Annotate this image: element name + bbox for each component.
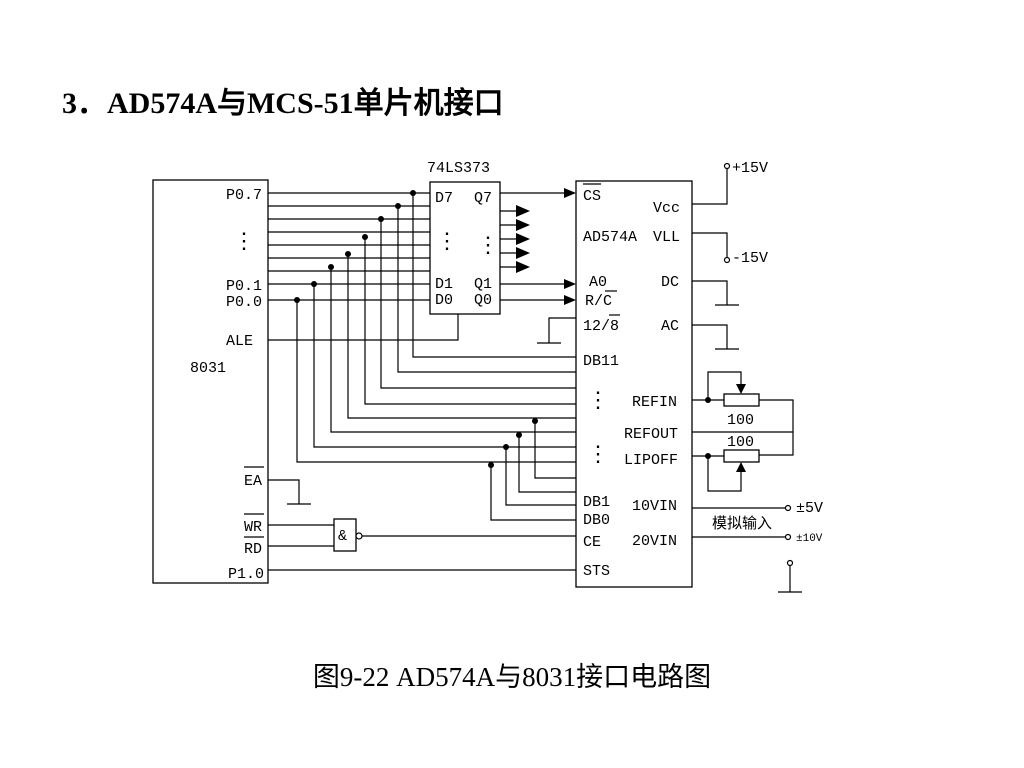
label-pos15v: +15V [732, 160, 768, 177]
label-cs: CS [583, 188, 601, 205]
label-p07: P0.7 [226, 187, 262, 204]
label-q7: Q7 [474, 190, 492, 207]
latch-name: 74LS373 [427, 160, 490, 177]
label-ac: AC [661, 318, 679, 335]
label-neg15v: -15V [732, 250, 768, 267]
mcu-8031-box [152, 179, 269, 584]
label-p10: P1.0 [228, 566, 264, 583]
label-ce: CE [583, 534, 601, 551]
label-12-8: 12/8 [583, 318, 619, 335]
label-vcc: Vcc [653, 200, 680, 217]
label-p01: P0.1 [226, 278, 262, 295]
label-10vin: 10VIN [632, 498, 677, 515]
label-p0-dots: ⋮ [233, 230, 255, 255]
label-wr: WR [244, 519, 262, 536]
label-latch-dots-d: ⋮ [436, 230, 458, 255]
label-8031: 8031 [190, 360, 226, 377]
label-sts: STS [583, 563, 610, 580]
label-latch-dots-q: ⋮ [477, 234, 499, 259]
latch-74ls373-box [429, 181, 501, 315]
label-db1: DB1 [583, 494, 610, 511]
label-20vin: 20VIN [632, 533, 677, 550]
label-analog-input: 模拟输入 [712, 514, 772, 532]
resistor-1-value: 100 [727, 412, 754, 429]
label-refout: REFOUT [624, 426, 678, 443]
label-ad574a: AD574A [583, 229, 637, 246]
label-p00: P0.0 [226, 294, 262, 311]
label-pm10v: ±10V [796, 533, 823, 545]
label-db0: DB0 [583, 512, 610, 529]
label-adc-dots-2: ⋮ [587, 443, 609, 468]
resistor-refin [723, 393, 760, 407]
label-d7: D7 [435, 190, 453, 207]
figure-caption: 图9-22 AD574A与8031接口电路图 [312, 662, 712, 692]
label-d0: D0 [435, 292, 453, 309]
label-rd: RD [244, 541, 262, 558]
label-db11: DB11 [583, 353, 619, 370]
resistor-2-value: 100 [727, 434, 754, 451]
label-dc: DC [661, 274, 679, 291]
label-refin: REFIN [632, 394, 677, 411]
label-q0: Q0 [474, 292, 492, 309]
label-pm5v: ±5V [796, 500, 823, 517]
label-d1: D1 [435, 276, 453, 293]
label-lipoff: LIPOFF [624, 452, 678, 469]
label-a0: A0 [589, 274, 607, 291]
label-adc-dots-1: ⋮ [587, 389, 609, 414]
adc-ad574a-box [575, 180, 693, 588]
page-title: 3．AD574A与MCS-51单片机接口 [62, 87, 504, 120]
nand-gate-symbol: & [338, 528, 347, 545]
label-rc: R/C [585, 293, 612, 310]
label-ale: ALE [226, 333, 253, 350]
label-vll: VLL [653, 229, 680, 246]
label-q1: Q1 [474, 276, 492, 293]
label-ea: EA [244, 473, 262, 490]
resistor-lipoff [723, 449, 760, 463]
